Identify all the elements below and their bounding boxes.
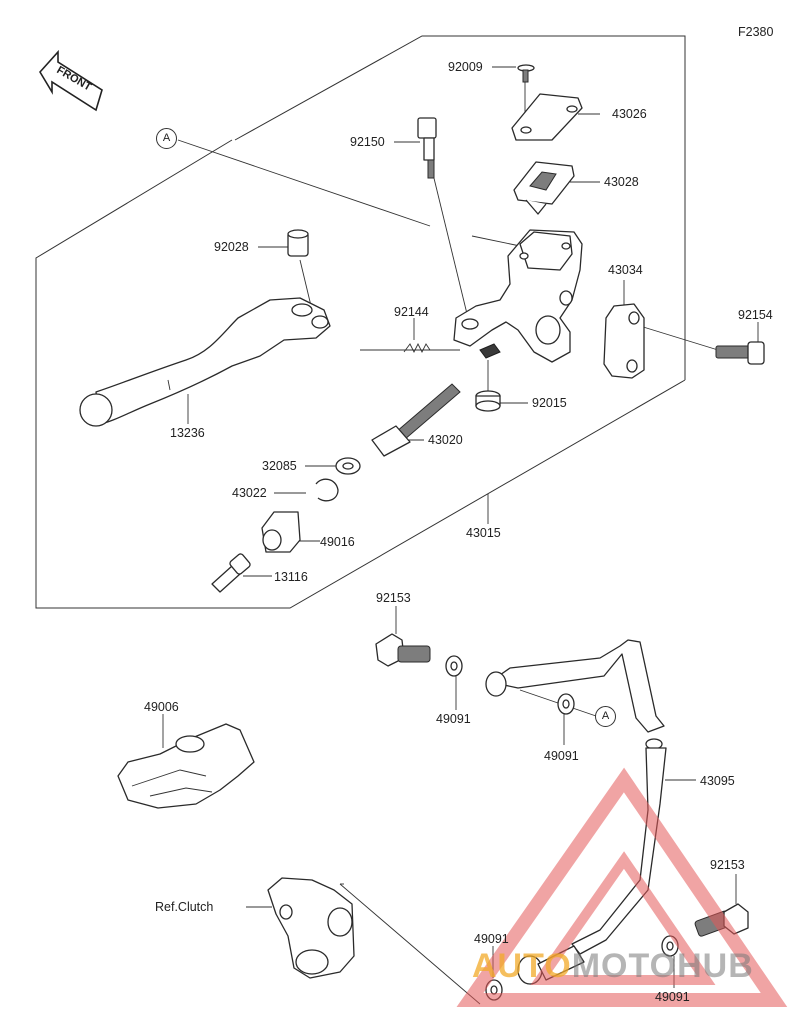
spring-92144: [403, 342, 431, 354]
part-label-43020: 43020: [428, 433, 463, 447]
part-label-92154: 92154: [738, 308, 773, 322]
watermark-hub: HUB: [677, 947, 754, 985]
part-label-32085: 32085: [262, 459, 297, 473]
leader-lines: [162, 66, 759, 1005]
part-label-92153-bottom: 92153: [710, 858, 745, 872]
piston-43020: [371, 383, 461, 457]
brake-hose-43095: [485, 639, 667, 985]
cover-49006: [117, 723, 255, 809]
part-label-92153-top: 92153: [376, 591, 411, 605]
master-cylinder-body-43015: [453, 229, 583, 363]
part-label-49006: 49006: [144, 700, 179, 714]
watermark-auto: AUTO: [472, 947, 572, 985]
diaphragm-43028: [513, 161, 575, 215]
part-label-92150: 92150: [350, 135, 385, 149]
washer-32085: [335, 457, 361, 475]
part-label-43034: 43034: [608, 263, 643, 277]
ref-marker-a-top: A: [156, 128, 177, 149]
ref-clutch-label: Ref.Clutch: [155, 900, 214, 914]
circlip-43022: [315, 478, 339, 502]
assembly-frame: [35, 35, 686, 609]
part-label-43026: 43026: [612, 107, 647, 121]
collar-92028: [287, 229, 309, 257]
bolt-92150: [417, 117, 437, 179]
part-label-43095: 43095: [700, 774, 735, 788]
part-label-92015: 92015: [532, 396, 567, 410]
part-label-49016: 49016: [320, 535, 355, 549]
part-label-43015: 43015: [466, 526, 501, 540]
part-label-13236: 13236: [170, 426, 205, 440]
bolt-92154: [715, 341, 765, 365]
nut-92015: [475, 390, 501, 412]
push-rod-13116: [211, 553, 251, 593]
part-label-43022: 43022: [232, 486, 267, 500]
clamp-43034: [603, 303, 645, 379]
part-label-49091-a: 49091: [436, 712, 471, 726]
part-label-43028: 43028: [604, 175, 639, 189]
boot-49016: [261, 511, 301, 553]
watermark-text: AUTOMOTOHUB: [472, 947, 754, 986]
watermark-moto: MOTO: [571, 947, 678, 985]
part-label-92144: 92144: [394, 305, 429, 319]
part-label-13116: 13116: [274, 570, 308, 584]
ref-marker-a-bottom: A: [595, 706, 616, 727]
banjo-bolt-92153-top: [375, 633, 431, 667]
screw-92009: [517, 64, 535, 83]
part-label-92009: 92009: [448, 60, 483, 74]
part-label-49091-d: 49091: [655, 990, 690, 1004]
part-label-49091-b: 49091: [544, 749, 579, 763]
figure-code: F2380: [738, 25, 774, 39]
reservoir-cap-43026: [511, 93, 583, 141]
front-arrow-icon: FRONT: [39, 49, 103, 112]
washer-49091-a: [445, 655, 463, 677]
clutch-slave-cylinder: [267, 877, 355, 979]
lever-13236: [79, 297, 331, 427]
part-label-49091-c: 49091: [474, 932, 509, 946]
part-label-92028: 92028: [214, 240, 249, 254]
watermark-logo: [456, 767, 788, 1007]
washer-49091-b: [557, 693, 575, 715]
